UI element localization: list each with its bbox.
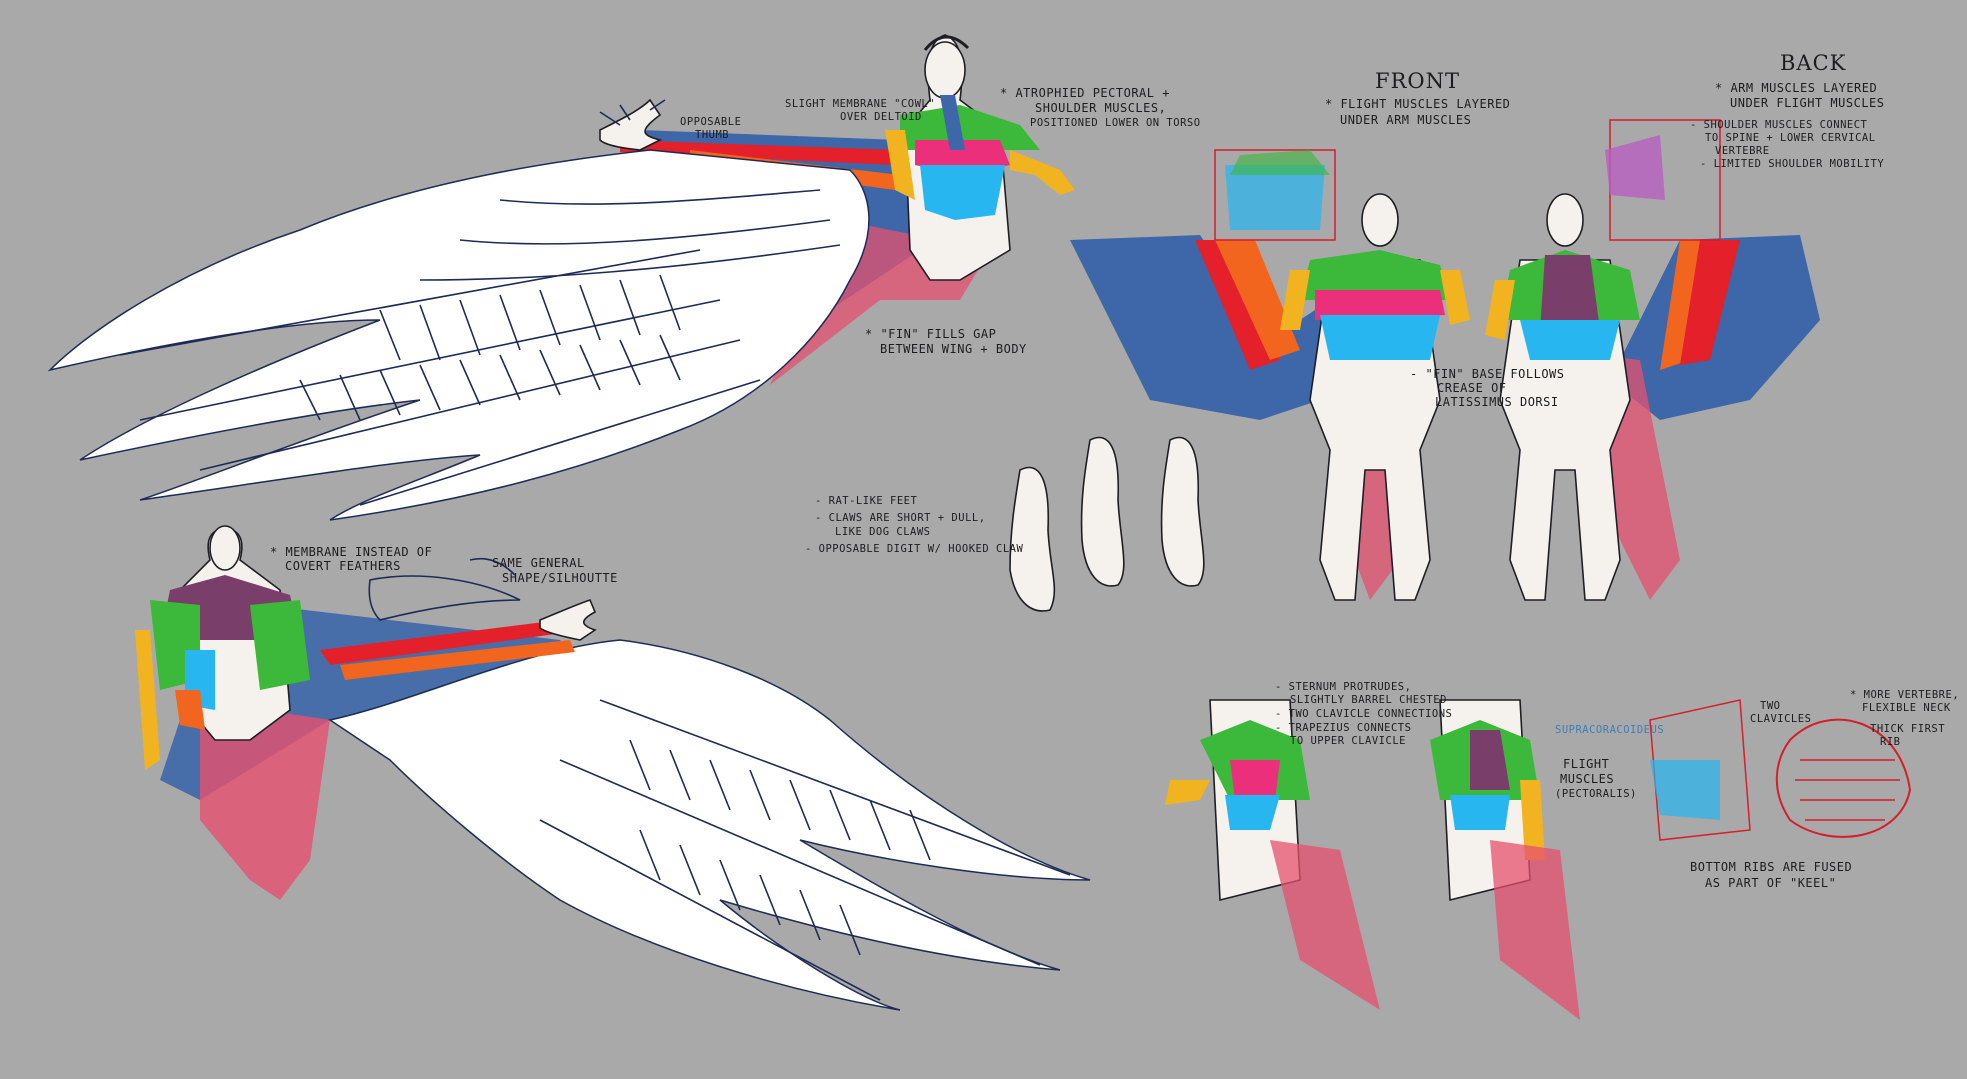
note-two-clavicles: TWO CLAVICLES xyxy=(1750,700,1811,725)
note-arm-muscles-layered: * ARM MUSCLES LAYERED UNDER FLIGHT MUSCL… xyxy=(1715,81,1885,110)
note-membrane-covert: * MEMBRANE INSTEAD OF COVERT FEATHERS xyxy=(270,545,432,573)
svg-text:TWO: TWO xyxy=(1760,700,1780,712)
svg-text:- TRAPEZIUS CONNECTS: - TRAPEZIUS CONNECTS xyxy=(1275,722,1411,734)
front-figure xyxy=(1070,193,1470,601)
svg-text:OVER DELTOID: OVER DELTOID xyxy=(840,111,922,123)
note-feet: - RAT-LIKE FEET - CLAWS ARE SHORT + DULL… xyxy=(805,495,1023,555)
front-skeleton xyxy=(1214,149,1336,241)
note-shoulder-connect: - SHOULDER MUSCLES CONNECT TO SPINE + LO… xyxy=(1690,119,1884,170)
svg-text:BOTTOM RIBS ARE FUSED: BOTTOM RIBS ARE FUSED xyxy=(1690,860,1852,874)
note-fin-base: - "FIN" BASE FOLLOWS CREASE OF LATISSIMU… xyxy=(1410,367,1565,409)
bottom-fin xyxy=(200,700,330,900)
svg-text:* ARM MUSCLES LAYERED: * ARM MUSCLES LAYERED xyxy=(1715,81,1877,95)
note-more-vertebre: * MORE VERTEBRE, FLEXIBLE NECK xyxy=(1850,689,1959,714)
heading-front: FRONT xyxy=(1375,69,1460,93)
top-head xyxy=(924,41,966,99)
svg-text:RIB: RIB xyxy=(1880,736,1900,748)
silhouette-arrow xyxy=(469,557,516,576)
note-thick-first-rib: THICK FIRST RIB xyxy=(1870,723,1945,748)
svg-text:* FLIGHT MUSCLES LAYERED: * FLIGHT MUSCLES LAYERED xyxy=(1325,97,1510,111)
svg-text:- RAT-LIKE FEET: - RAT-LIKE FEET xyxy=(815,495,918,507)
top-wing-illustration xyxy=(47,34,1075,521)
svg-text:AS PART OF "KEEL": AS PART OF "KEEL" xyxy=(1705,876,1836,890)
svg-text:- STERNUM PROTRUDES,: - STERNUM PROTRUDES, xyxy=(1275,681,1411,693)
svg-text:FLIGHT: FLIGHT xyxy=(1563,757,1609,771)
svg-text:BETWEEN WING + BODY: BETWEEN WING + BODY xyxy=(880,342,1027,356)
svg-text:MUSCLES: MUSCLES xyxy=(1560,772,1614,786)
svg-text:SHAPE/SILHOUTTE: SHAPE/SILHOUTTE xyxy=(502,571,618,585)
bottom-wing-feathers xyxy=(328,639,1091,1011)
skeleton-studies xyxy=(1649,699,1912,841)
svg-text:LIKE DOG CLAWS: LIKE DOG CLAWS xyxy=(835,526,931,538)
svg-text:FLEXIBLE NECK: FLEXIBLE NECK xyxy=(1862,702,1951,714)
svg-text:UNDER ARM MUSCLES: UNDER ARM MUSCLES xyxy=(1340,113,1471,127)
svg-text:UNDER FLIGHT MUSCLES: UNDER FLIGHT MUSCLES xyxy=(1730,96,1885,110)
svg-text:SAME GENERAL: SAME GENERAL xyxy=(492,556,585,570)
note-flight-muscles-pectoralis: FLIGHT MUSCLES (PECTORALIS) xyxy=(1555,757,1637,800)
note-atrophied-pectoral: * ATROPHIED PECTORAL + SHOULDER MUSCLES,… xyxy=(1000,86,1201,129)
svg-text:VERTEBRE: VERTEBRE xyxy=(1715,145,1770,157)
svg-text:SLIGHT MEMBRANE "COWL": SLIGHT MEMBRANE "COWL" xyxy=(785,98,935,110)
note-fin-fills-gap: * "FIN" FILLS GAP BETWEEN WING + BODY xyxy=(865,327,1027,356)
svg-text:* MEMBRANE INSTEAD OF: * MEMBRANE INSTEAD OF xyxy=(270,545,432,559)
back-figure xyxy=(1485,193,1820,601)
note-bottom-ribs: BOTTOM RIBS ARE FUSED AS PART OF "KEEL" xyxy=(1690,860,1852,890)
svg-text:TO SPINE + LOWER CERVICAL: TO SPINE + LOWER CERVICAL xyxy=(1705,132,1876,144)
svg-text:* ATROPHIED PECTORAL +: * ATROPHIED PECTORAL + xyxy=(1000,86,1170,100)
top-wing-feather-lines xyxy=(119,189,841,506)
note-membrane-cowl: SLIGHT MEMBRANE "COWL" OVER DELTOID xyxy=(785,98,935,123)
note-flight-muscles-layered: * FLIGHT MUSCLES LAYERED UNDER ARM MUSCL… xyxy=(1325,97,1510,127)
svg-text:SLIGHTLY BARREL CHESTED: SLIGHTLY BARREL CHESTED xyxy=(1290,694,1447,706)
svg-text:COVERT FEATHERS: COVERT FEATHERS xyxy=(285,559,401,573)
svg-text:OPPOSABLE: OPPOSABLE xyxy=(680,116,741,128)
svg-text:* "FIN" FILLS GAP: * "FIN" FILLS GAP xyxy=(865,327,996,341)
note-same-shape: SAME GENERAL SHAPE/SILHOUTTE xyxy=(492,556,618,585)
note-supracoracoideus: SUPRACORACOIDEUS xyxy=(1555,724,1664,736)
svg-text:THICK FIRST: THICK FIRST xyxy=(1870,723,1945,735)
svg-text:TO UPPER CLAVICLE: TO UPPER CLAVICLE xyxy=(1290,735,1406,747)
svg-text:SHOULDER MUSCLES,: SHOULDER MUSCLES, xyxy=(1035,101,1166,115)
svg-text:- LIMITED SHOULDER MOBILITY: - LIMITED SHOULDER MOBILITY xyxy=(1700,158,1884,170)
bottom-wing-feather-lines xyxy=(539,699,1071,1001)
bottom-wing-illustration xyxy=(135,525,1091,1011)
svg-text:CREASE OF: CREASE OF xyxy=(1437,381,1507,395)
back-skeleton xyxy=(1605,119,1721,241)
top-wing-feathers xyxy=(47,149,870,521)
svg-text:POSITIONED LOWER ON TORSO: POSITIONED LOWER ON TORSO xyxy=(1030,117,1201,129)
heading-back: BACK xyxy=(1780,51,1846,75)
note-opposable-thumb: OPPOSABLE THUMB xyxy=(680,116,741,141)
svg-text:- "FIN" BASE FOLLOWS: - "FIN" BASE FOLLOWS xyxy=(1410,367,1565,381)
silhouette-sketch xyxy=(368,575,521,621)
svg-text:CLAVICLES: CLAVICLES xyxy=(1750,713,1811,725)
svg-text:* MORE VERTEBRE,: * MORE VERTEBRE, xyxy=(1850,689,1959,701)
svg-text:THUMB: THUMB xyxy=(695,129,729,141)
svg-text:- CLAWS ARE SHORT + DULL,: - CLAWS ARE SHORT + DULL, xyxy=(815,512,986,524)
svg-text:- SHOULDER MUSCLES CONNECT: - SHOULDER MUSCLES CONNECT xyxy=(1690,119,1868,131)
feet-studies xyxy=(1009,436,1205,612)
shoulder-study-front xyxy=(1165,699,1380,1010)
svg-text:(PECTORALIS): (PECTORALIS) xyxy=(1555,788,1637,800)
shoulder-study-back xyxy=(1430,699,1580,1020)
note-sternum: - STERNUM PROTRUDES, SLIGHTLY BARREL CHE… xyxy=(1275,681,1452,747)
svg-text:- TWO CLAVICLE CONNECTIONS: - TWO CLAVICLE CONNECTIONS xyxy=(1275,708,1452,720)
svg-text:- OPPOSABLE DIGIT W/ HOOKED CL: - OPPOSABLE DIGIT W/ HOOKED CLAW xyxy=(805,543,1023,555)
svg-text:LATISSIMUS DORSI: LATISSIMUS DORSI xyxy=(1435,395,1559,409)
